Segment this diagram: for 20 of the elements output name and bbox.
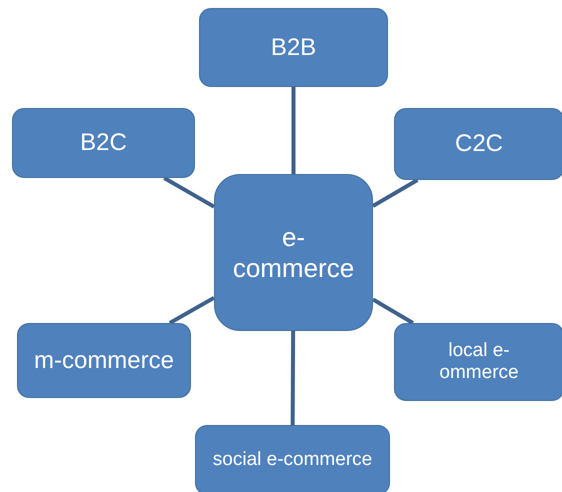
node-label: C2C — [454, 130, 503, 158]
node-label: social e-commerce — [212, 449, 372, 471]
connector-line — [292, 87, 296, 174]
rounded-box — [394, 323, 562, 401]
connector-line — [168, 296, 215, 325]
rounded-box — [195, 425, 390, 492]
node-label: local e- ommerce — [438, 340, 520, 384]
rounded-box — [199, 8, 388, 87]
rounded-box — [12, 108, 195, 178]
connector-line — [372, 178, 418, 208]
node-label: B2C — [80, 129, 127, 157]
node-label: m-commerce — [34, 346, 174, 374]
rounded-box — [394, 108, 562, 180]
rounded-box — [17, 323, 191, 398]
connector-line — [372, 298, 414, 325]
connector-line — [163, 176, 215, 208]
node-label: B2B — [270, 34, 316, 62]
node-label: e- commerce — [232, 222, 356, 284]
rounded-box — [214, 174, 373, 331]
connector-line — [290, 331, 296, 425]
